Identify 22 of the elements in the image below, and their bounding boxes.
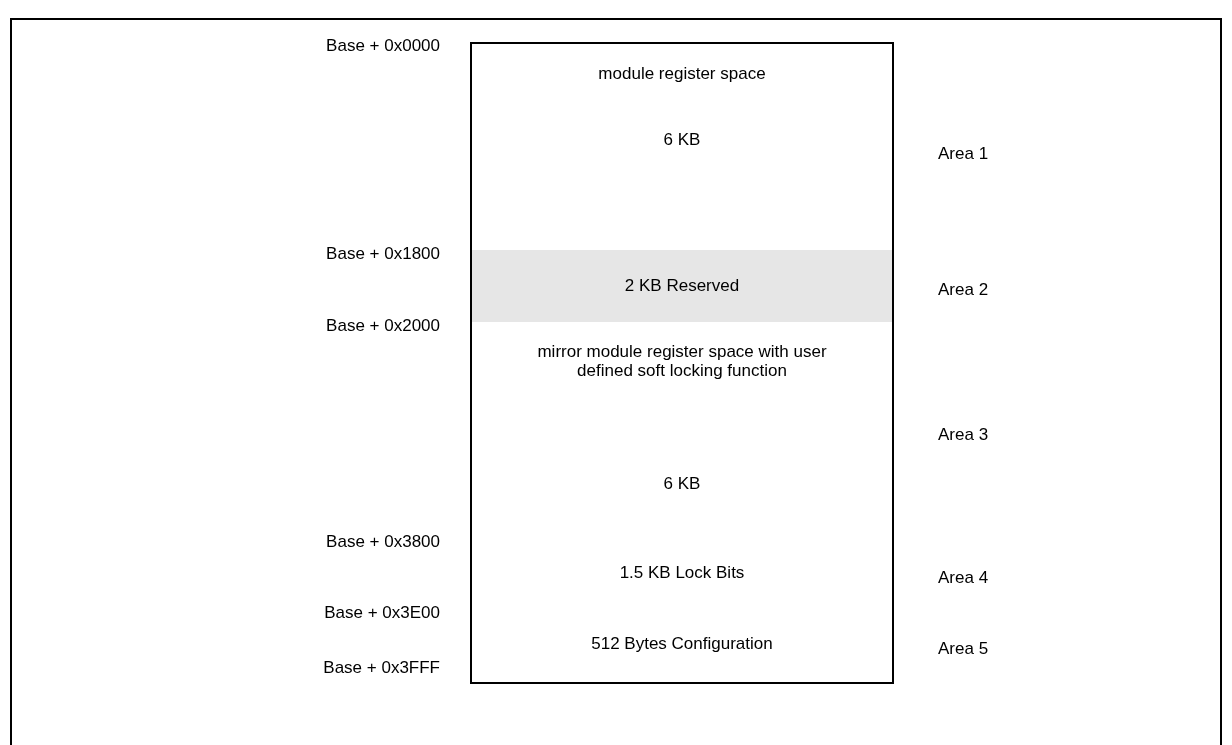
memory-region <box>470 42 894 252</box>
address-label: Base + 0x3E00 <box>324 603 440 623</box>
area-label: Area 1 <box>938 144 989 164</box>
region-size: 6 KB <box>663 130 701 149</box>
region-name: 1.5 KB Lock Bits <box>619 563 745 582</box>
region-name: 512 Bytes Configuration <box>591 634 773 653</box>
address-label: Base + 0x2000 <box>326 316 440 336</box>
area-label: Area 2 <box>938 280 989 300</box>
region-name: 2 KB Reserved <box>624 276 740 295</box>
address-label: Base + 0x3FFF <box>323 658 440 678</box>
memory-region <box>470 609 894 684</box>
area-label: Area 3 <box>938 425 989 445</box>
address-label: Base + 0x3800 <box>326 532 440 552</box>
area-label: Area 4 <box>938 568 989 588</box>
address-label: Base + 0x1800 <box>326 244 440 264</box>
address-label: Base + 0x0000 <box>326 36 440 56</box>
area-label: Area 5 <box>938 639 989 659</box>
region-name: module register space <box>598 64 766 83</box>
region-size: 6 KB <box>663 474 701 493</box>
memory-region <box>470 322 894 540</box>
memory-region <box>470 250 894 324</box>
region-name: mirror module register space with user defined soft locking function <box>536 342 828 380</box>
